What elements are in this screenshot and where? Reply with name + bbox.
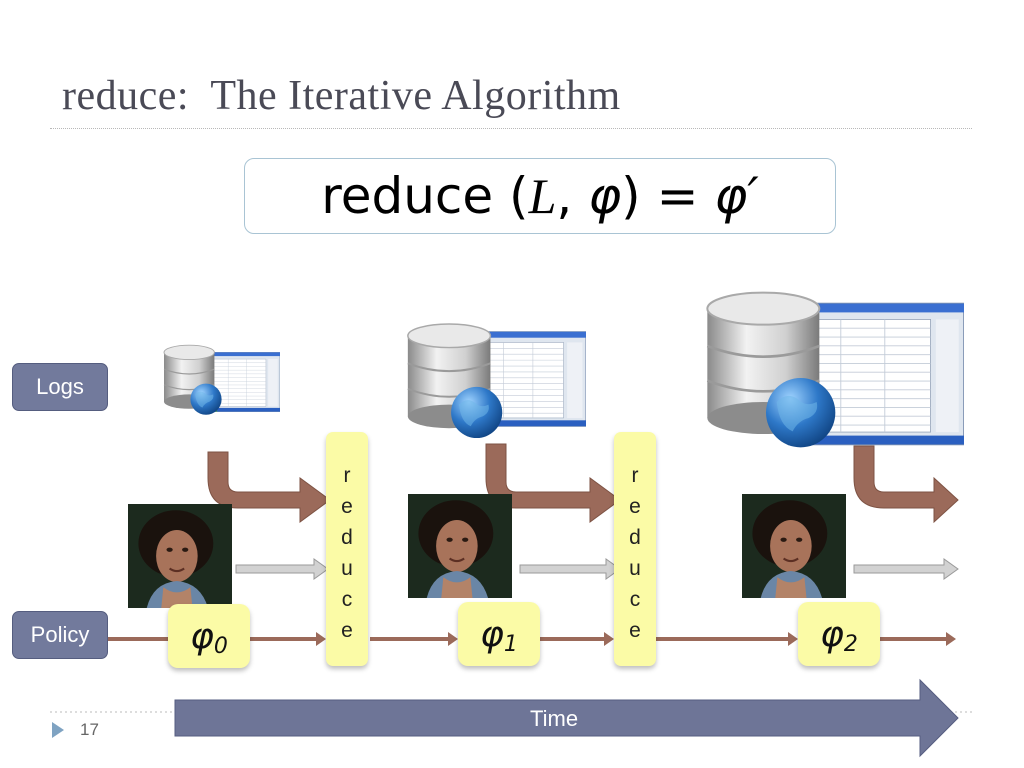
page-number: 17 [80, 720, 99, 739]
reduce-letter: r [631, 464, 639, 487]
page-marker-icon [52, 722, 64, 738]
reduce-letter: u [341, 557, 353, 580]
reduce-letter: c [341, 588, 353, 611]
policy-subscript: 1 [503, 631, 518, 657]
policy-symbol: φ [820, 613, 844, 655]
reduce-letter: u [629, 557, 641, 580]
policy-arrow-4 [656, 632, 798, 646]
policy-subscript: 2 [843, 631, 858, 657]
policy-label: Policy [12, 611, 108, 659]
reduce-letter: c [629, 588, 641, 611]
reduce-letter: d [629, 526, 641, 549]
time-arrow [174, 678, 959, 758]
gray-arrow-3 [853, 558, 959, 580]
reduce-letter: e [629, 495, 641, 518]
policy-arrow-0 [108, 633, 176, 645]
reduce-letter: e [341, 619, 353, 642]
formula-phi-prime: φ′ [714, 167, 759, 225]
reduce-letter: e [341, 495, 353, 518]
gray-arrow-2 [519, 558, 621, 580]
title-divider [50, 128, 972, 129]
logs-label-text: Logs [36, 374, 84, 399]
reduce-step-2: r e d u c e [614, 432, 656, 666]
reduce-letter: r [343, 464, 351, 487]
database-globe-icon [406, 322, 504, 440]
policy-arrow-5 [880, 632, 956, 646]
slide-title: reduce: The Iterative Algorithm [62, 73, 621, 119]
person-photo [742, 494, 846, 598]
person-photo [128, 504, 232, 608]
policy-arrow-2 [370, 632, 458, 646]
formula-comma: , [556, 167, 589, 225]
reduce-step-1: r e d u c e [326, 432, 368, 666]
person-photo [408, 494, 512, 598]
gray-arrow-1 [235, 558, 329, 580]
policy-symbol: φ [480, 613, 504, 655]
reduce-letter: e [629, 619, 641, 642]
reduce-letter: d [341, 526, 353, 549]
formula-rhs: ) = [621, 167, 715, 225]
policy-label-text: Policy [30, 622, 90, 647]
database-globe-icon [705, 291, 837, 449]
formula-box: reduce (L, φ) = φ′ [244, 158, 836, 234]
policy-symbol: φ [190, 615, 214, 657]
policy-arrow-1 [250, 632, 326, 646]
formula-logs-symbol: L [528, 168, 557, 224]
database-globe-icon [163, 344, 223, 416]
log-arrow-3 [853, 445, 959, 524]
formula-phi: φ [588, 167, 622, 225]
time-label: Time [530, 706, 579, 731]
formula-lhs: reduce ( [321, 167, 529, 225]
log-arrow-1 [207, 451, 331, 523]
logs-label: Logs [12, 363, 108, 411]
policy-subscript: 0 [213, 633, 228, 659]
policy-arrow-3 [538, 632, 614, 646]
